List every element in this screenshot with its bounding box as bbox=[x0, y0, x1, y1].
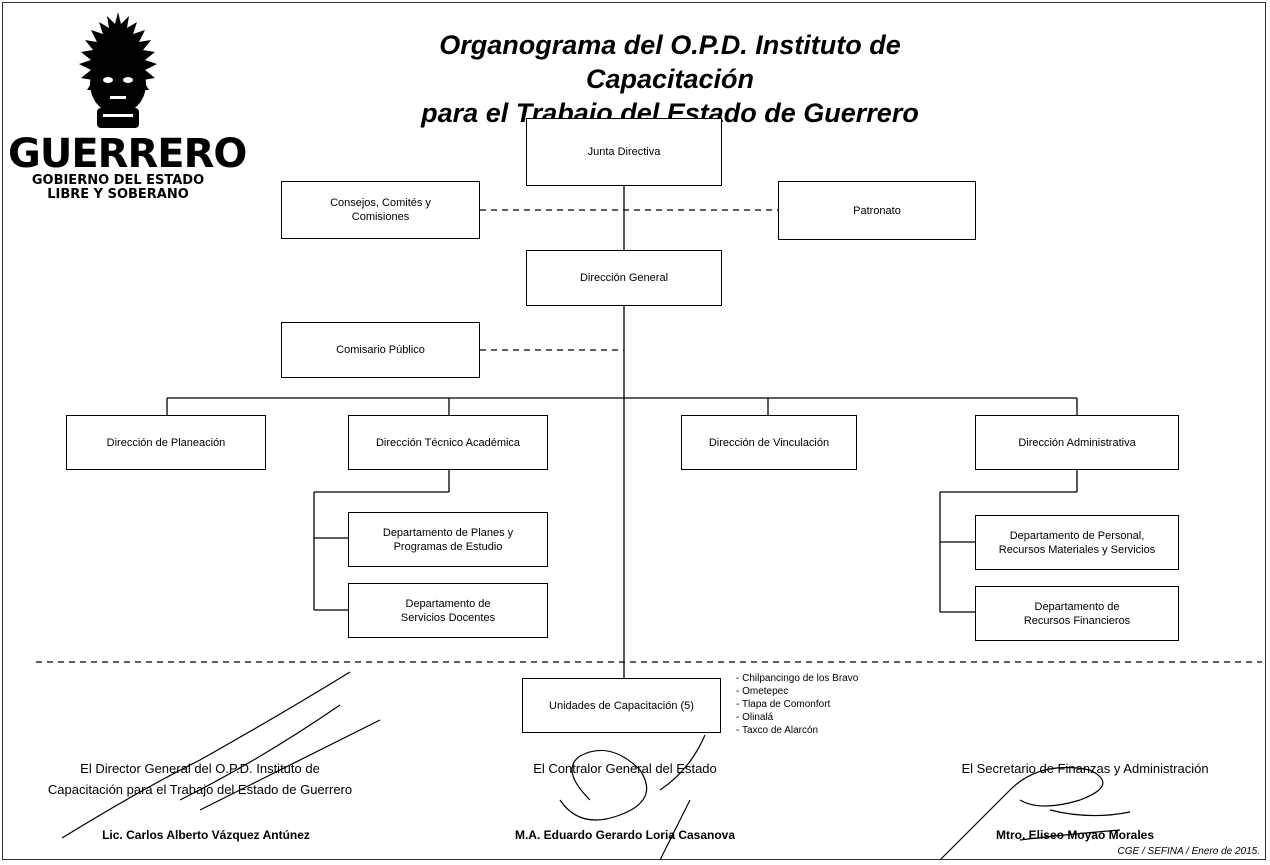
consejos-label-1: Consejos, Comités y bbox=[330, 197, 431, 209]
document-credit: CGE / SEFINA / Enero de 2015. bbox=[1117, 846, 1260, 857]
dept-docentes-label-1: Departamento de bbox=[405, 597, 491, 610]
logo-subtitle-2: LIBRE Y SOBERANO bbox=[47, 187, 189, 202]
dept-financieros-label-2: Recursos Financieros bbox=[1023, 614, 1131, 627]
box-direccion-planeacion: Dirección de Planeación bbox=[66, 415, 266, 470]
box-comisario-publico: Comisario Público bbox=[281, 322, 480, 378]
box-direccion-vinculacion: Dirección de Vinculación bbox=[681, 415, 857, 470]
direccion-general-label: Dirección General bbox=[579, 272, 669, 284]
dept-docentes-label-2: Servicios Docentes bbox=[400, 611, 496, 624]
box-patronato: Patronato bbox=[778, 181, 976, 240]
secretario-name: Mtro. Eliseo Moyao Morales bbox=[995, 828, 1155, 842]
list-item: Tlapa de Comonfort bbox=[736, 698, 858, 711]
box-direccion-general: Dirección General bbox=[526, 250, 722, 306]
dept-personal-label-2: Recursos Materiales y Servicios bbox=[998, 543, 1156, 556]
guerrero-emblem-icon bbox=[79, 12, 157, 128]
comisario-label: Comisario Público bbox=[336, 344, 425, 356]
dept-planes-label-2: Programas de Estudio bbox=[393, 540, 503, 553]
junta-label: Junta Directiva bbox=[587, 146, 661, 158]
box-dept-personal: Departamento de Personal, Recursos Mater… bbox=[975, 515, 1179, 570]
box-unidades-capacitacion: Unidades de Capacitación (5) bbox=[522, 678, 721, 733]
unidades-list: Chilpancingo de los Bravo Ometepec Tlapa… bbox=[736, 672, 858, 737]
administrativa-label: Dirección Administrativa bbox=[1018, 436, 1136, 449]
patronato-label: Patronato bbox=[853, 204, 901, 217]
box-junta-directiva: Junta Directiva bbox=[526, 118, 722, 186]
box-dept-recursos-financieros: Departamento de Recursos Financieros bbox=[975, 586, 1179, 641]
director-title-line-2: Capacitación para el Trabajo del Estado … bbox=[47, 782, 353, 797]
director-name: Lic. Carlos Alberto Vázquez Antúnez bbox=[102, 828, 310, 842]
contralor-title-line: El Contralor General del Estado bbox=[533, 761, 717, 776]
dept-planes-label-1: Departamento de Planes y bbox=[382, 526, 514, 539]
logo-wordmark: GUERRERO bbox=[8, 131, 247, 177]
dept-financieros-label-1: Departamento de bbox=[1034, 600, 1120, 613]
list-item: Olinalá bbox=[736, 711, 858, 724]
sig-contralor-title: El Contralor General del Estado bbox=[480, 758, 770, 779]
secretario-title-line: El Secretario de Finanzas y Administraci… bbox=[961, 761, 1209, 776]
list-item: Ometepec bbox=[736, 685, 858, 698]
box-consejos: Consejos, Comités y Comisiones bbox=[281, 181, 480, 239]
unidades-label: Unidades de Capacitación (5) bbox=[549, 699, 694, 712]
list-item: Chilpancingo de los Bravo bbox=[736, 672, 858, 685]
consejos-label-2: Comisiones bbox=[351, 211, 410, 223]
page-title: Organograma del O.P.D. Instituto de Capa… bbox=[360, 28, 980, 130]
logo-subtitle-1: GOBIERNO DEL ESTADO bbox=[31, 173, 205, 188]
box-direccion-tecnico-academica: Dirección Técnico Académica bbox=[348, 415, 548, 470]
dept-personal-label-1: Departamento de Personal, bbox=[1009, 529, 1145, 542]
list-item: Taxco de Alarcón bbox=[736, 724, 858, 737]
sig-secretario-title: El Secretario de Finanzas y Administraci… bbox=[925, 758, 1245, 779]
contralor-name: M.A. Eduardo Gerardo Loria Casanova bbox=[514, 828, 736, 842]
title-line-1: Organograma del O.P.D. Instituto de Capa… bbox=[439, 30, 901, 94]
box-direccion-administrativa: Dirección Administrativa bbox=[975, 415, 1179, 470]
guerrero-logo: GUERRERO GOBIERNO DEL ESTADO LIBRE Y SOB… bbox=[8, 8, 247, 208]
planeacion-label: Dirección de Planeación bbox=[106, 436, 226, 449]
tecnico-label: Dirección Técnico Académica bbox=[375, 436, 521, 449]
sig-director-title: El Director General del O.P.D. Instituto… bbox=[10, 758, 390, 800]
box-dept-servicios-docentes: Departamento de Servicios Docentes bbox=[348, 583, 548, 638]
vinculacion-label: Dirección de Vinculación bbox=[708, 436, 830, 449]
box-dept-planes-programas: Departamento de Planes y Programas de Es… bbox=[348, 512, 548, 567]
director-title-line-1: El Director General del O.P.D. Instituto… bbox=[80, 761, 320, 776]
